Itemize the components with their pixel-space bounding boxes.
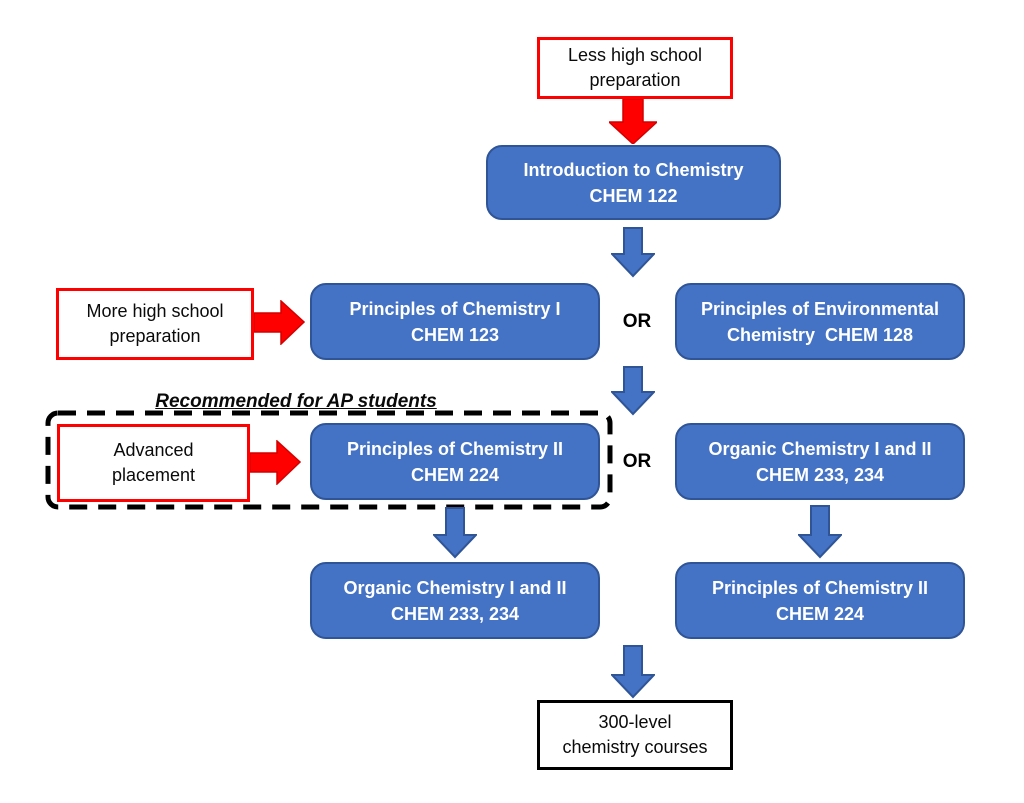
node-label: CHEM 224 [410, 464, 500, 485]
node-label: Organic Chemistry I and II [343, 577, 567, 598]
node-label: Principles of Chemistry I [349, 298, 561, 319]
node-label: 300-level [598, 712, 672, 732]
node-environmental-chem128: Principles of Environmental Chemistry CH… [675, 283, 965, 360]
node-label: CHEM 233, 234 [755, 464, 885, 485]
blue-down-arrow [433, 507, 477, 559]
node-label: Advanced [113, 440, 194, 460]
node-300-level-courses: 300-level chemistry courses [537, 700, 733, 770]
blue-down-arrow [798, 505, 842, 559]
node-label: Principles of Environmental [700, 298, 940, 319]
blue-down-arrow [611, 227, 655, 278]
node-advanced-placement: Advanced placement [57, 424, 250, 502]
node-label: Principles of Chemistry II [346, 438, 564, 459]
node-principles-chem2-chem224-second: Principles of Chemistry II CHEM 224 [675, 562, 965, 639]
node-less-high-school-preparation: Less high school preparation [537, 37, 733, 99]
or-separator-1: OR [622, 310, 652, 332]
node-more-high-school-preparation: More high school preparation [56, 288, 254, 360]
node-label: chemistry courses [562, 737, 708, 757]
red-right-arrow [254, 300, 305, 345]
node-label: CHEM 123 [410, 324, 500, 345]
node-principles-chem1-chem123: Principles of Chemistry I CHEM 123 [310, 283, 600, 360]
node-label: Organic Chemistry I and II [708, 438, 932, 459]
node-label: preparation [109, 326, 201, 346]
red-down-arrow [609, 99, 657, 144]
or-separator-2: OR [622, 450, 652, 472]
node-label: CHEM 233, 234 [390, 603, 520, 624]
red-right-arrow [250, 440, 301, 485]
node-label: CHEM 122 [589, 185, 678, 206]
node-label: More high school [86, 301, 224, 321]
blue-down-arrow [611, 366, 655, 416]
ap-group-dashed-outline [45, 410, 613, 510]
node-label: CHEM 224 [775, 603, 865, 624]
node-label: Less high school [567, 45, 703, 65]
ap-recommendation-note: Recommended for AP students [155, 391, 437, 412]
node-label: placement [111, 465, 196, 485]
node-label: Chemistry CHEM 128 [726, 324, 914, 345]
node-label: Introduction to Chemistry [523, 159, 744, 180]
node-principles-chem2-chem224: Principles of Chemistry II CHEM 224 [310, 423, 600, 500]
blue-down-arrow [611, 645, 655, 699]
node-intro-chemistry-chem122: Introduction to Chemistry CHEM 122 [486, 145, 781, 220]
node-organic-chem-233-234-second: Organic Chemistry I and II CHEM 233, 234 [310, 562, 600, 639]
node-organic-chem-233-234: Organic Chemistry I and II CHEM 233, 234 [675, 423, 965, 500]
node-label: preparation [589, 70, 681, 90]
node-label: Principles of Chemistry II [711, 577, 929, 598]
